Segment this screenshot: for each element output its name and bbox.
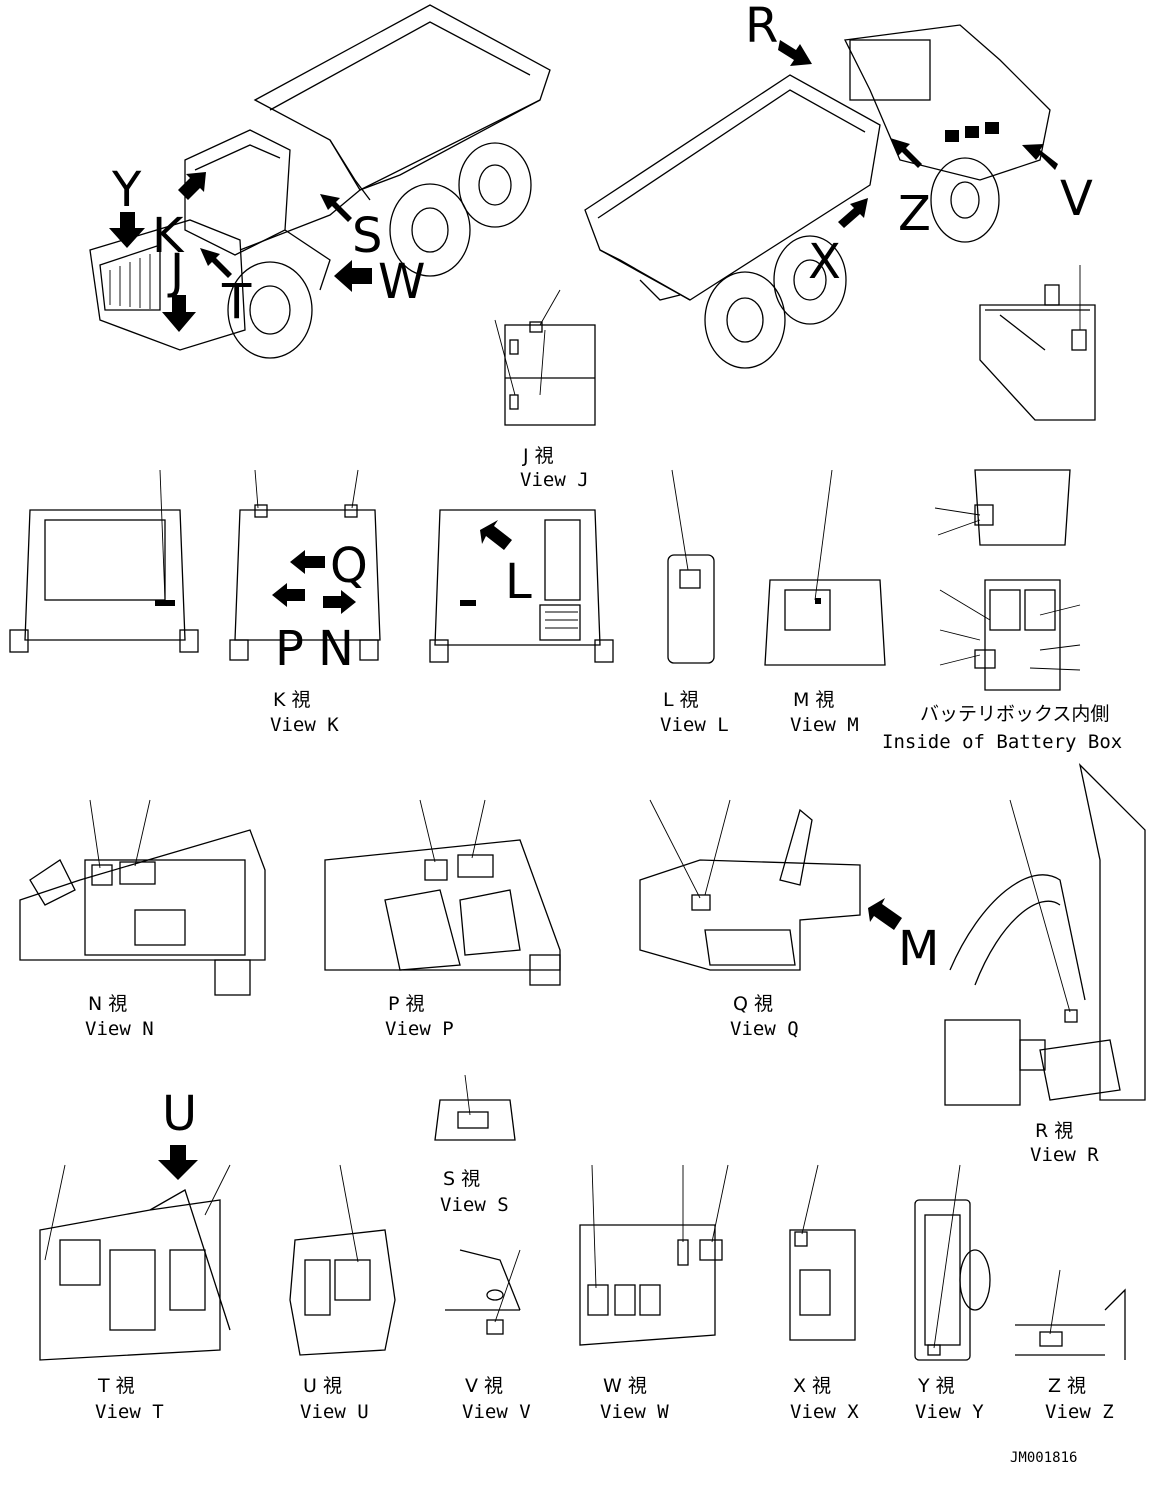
view-j-label-en: View J: [520, 469, 589, 491]
letter-t: T: [221, 274, 252, 330]
view-x-label-jp: X 視: [793, 1375, 831, 1397]
battery-box-interior-drawing: [934, 469, 1081, 691]
letter-v: V: [1060, 171, 1093, 227]
view-k-cab-rear: [229, 469, 381, 661]
view-n-label-jp: N 視: [88, 993, 127, 1015]
view-y-label-jp: Y 視: [917, 1375, 955, 1397]
letter-s: S: [352, 208, 382, 264]
view-w-label-en: View W: [600, 1401, 669, 1423]
view-l-drawing: [667, 469, 715, 664]
letter-j: J: [167, 244, 184, 300]
view-p-label-en: View P: [385, 1018, 454, 1040]
battery-box-exterior: [979, 265, 1096, 421]
view-s-drawing: [434, 1074, 516, 1141]
letter-x: X: [808, 234, 841, 290]
view-t-label-jp: T 視: [97, 1375, 135, 1397]
view-k-label-jp: K 視: [273, 689, 311, 711]
view-m-drawing: [764, 469, 886, 666]
view-l-label-jp: L 視: [663, 689, 699, 711]
view-s-label-en: View S: [440, 1194, 509, 1216]
view-z-label-jp: Z 視: [1048, 1375, 1086, 1397]
drawing-code: JM001816: [1010, 1450, 1077, 1466]
letter-m: M: [898, 921, 939, 977]
view-q-label-jp: Q 視: [733, 993, 773, 1015]
view-j-label-jp: J 視: [522, 445, 554, 467]
view-s-label-jp: S 視: [443, 1168, 480, 1190]
letter-q: Q: [330, 538, 368, 594]
view-x-label-en: View X: [790, 1401, 859, 1423]
battery-box-label-jp: バッテリボックス内側: [920, 703, 1109, 725]
arrow-markers-rear: [778, 40, 1058, 228]
view-r-label-jp: R 視: [1035, 1120, 1073, 1142]
letter-p: P: [275, 621, 304, 677]
letter-n: N: [318, 621, 354, 677]
truck-rear-view: [584, 24, 1051, 369]
arrow-markers-front: [109, 172, 372, 332]
arrow-markers-view-k: [272, 520, 512, 614]
view-r-drawing: [944, 762, 1146, 1106]
letter-w: W: [378, 254, 425, 310]
view-k-cab-front: [9, 469, 199, 653]
view-z-label-en: View Z: [1045, 1401, 1114, 1423]
letter-l: L: [505, 554, 532, 610]
view-m-label-jp: M 視: [793, 689, 834, 711]
view-n-drawing: [19, 799, 266, 996]
view-w-label-jp: W 視: [603, 1375, 647, 1397]
view-r-label-en: View R: [1030, 1144, 1099, 1166]
battery-box-label-en: Inside of Battery Box: [882, 731, 1122, 753]
view-j-drawing: [494, 289, 596, 426]
view-y-label-en: View Y: [915, 1401, 984, 1423]
view-y-drawing: [914, 1164, 991, 1361]
letter-r: R: [745, 0, 778, 54]
letter-u: U: [162, 1086, 197, 1142]
view-z-drawing: [1015, 1269, 1126, 1360]
view-q-label-en: View Q: [730, 1018, 799, 1040]
view-p-label-jp: P 視: [388, 993, 425, 1015]
view-k-cab-side: [429, 509, 614, 663]
letter-y: Y: [111, 162, 142, 218]
view-u-label-jp: U 視: [303, 1375, 342, 1397]
view-t-label-en: View T: [95, 1401, 164, 1423]
view-q-drawing: [639, 799, 861, 971]
view-v-label-jp: V 視: [465, 1375, 503, 1397]
view-l-label-en: View L: [660, 714, 729, 736]
arrow-marker-m: [868, 898, 902, 930]
truck-front-view: [89, 4, 551, 359]
view-n-label-en: View N: [85, 1018, 154, 1040]
letter-k: K: [152, 208, 185, 264]
view-x-drawing: [789, 1164, 856, 1341]
letter-z: Z: [898, 186, 931, 242]
view-p-drawing: [324, 799, 561, 986]
view-v-drawing: [445, 1249, 521, 1335]
view-u-label-en: View U: [300, 1401, 369, 1423]
view-t-drawing: [39, 1164, 231, 1361]
view-v-label-en: View V: [462, 1401, 531, 1423]
arrow-marker-u: [158, 1145, 198, 1180]
view-k-label-en: View K: [270, 714, 339, 736]
view-w-drawing: [579, 1164, 729, 1346]
view-m-label-en: View M: [790, 714, 859, 736]
view-u-drawing: [289, 1164, 396, 1356]
